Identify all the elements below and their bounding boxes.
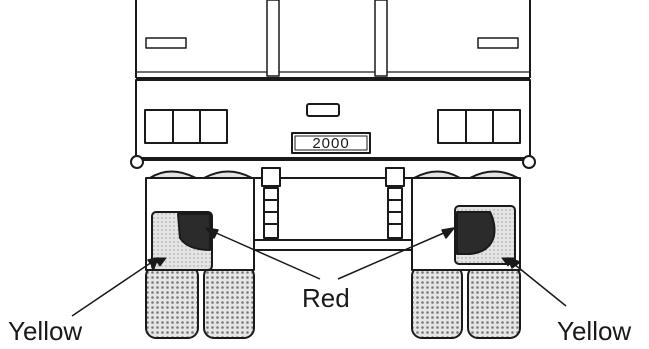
rear-frame [135, 79, 531, 161]
label-yellow-left: Yellow [8, 316, 83, 346]
cargo-box [135, 0, 531, 79]
plate-light [306, 103, 340, 117]
label-red: Red [302, 283, 350, 313]
right-light-cluster [437, 109, 521, 144]
license-plate [291, 132, 371, 154]
right-reflector [454, 205, 516, 267]
label-yellow-right: Yellow [557, 316, 632, 346]
left-light-cluster [144, 109, 228, 144]
leader-lines [71, 227, 567, 317]
left-reflector [151, 211, 213, 271]
plate-number: 2000 [312, 135, 349, 152]
left-tires [145, 170, 255, 339]
right-tires [411, 170, 521, 339]
axle-assembly [253, 167, 413, 251]
